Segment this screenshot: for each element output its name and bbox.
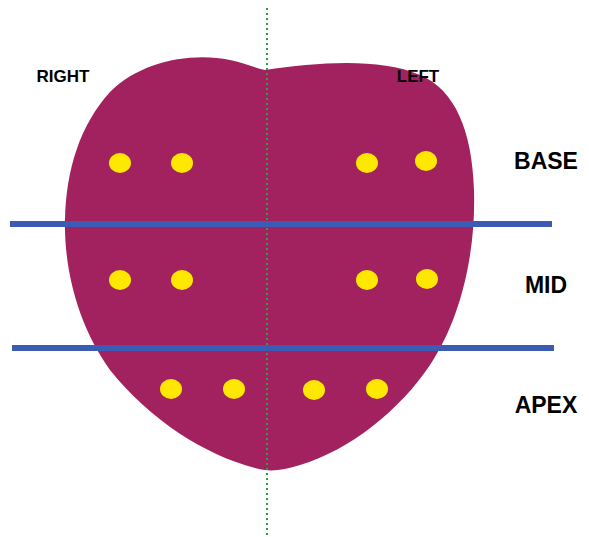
level-divider — [12, 345, 554, 351]
level-label: BASE — [514, 150, 578, 173]
sample-dot — [171, 153, 193, 173]
sample-dot — [223, 379, 245, 399]
level-divider — [10, 221, 552, 227]
sample-dot — [356, 153, 378, 173]
side-label: RIGHT — [37, 68, 90, 85]
sample-dot — [356, 270, 378, 290]
sample-dot — [160, 379, 182, 399]
sample-dot — [171, 270, 193, 290]
dot-group — [109, 151, 438, 400]
midline — [266, 8, 268, 535]
sample-dot — [366, 379, 388, 399]
level-label: MID — [525, 274, 567, 297]
sample-dot — [109, 270, 131, 290]
sample-dot — [303, 380, 325, 400]
heart-outline — [65, 57, 474, 470]
side-label: LEFT — [397, 68, 440, 85]
sample-dot — [416, 269, 438, 289]
level-label: APEX — [515, 394, 578, 417]
sample-dot — [415, 151, 437, 171]
sample-dot — [109, 153, 131, 173]
